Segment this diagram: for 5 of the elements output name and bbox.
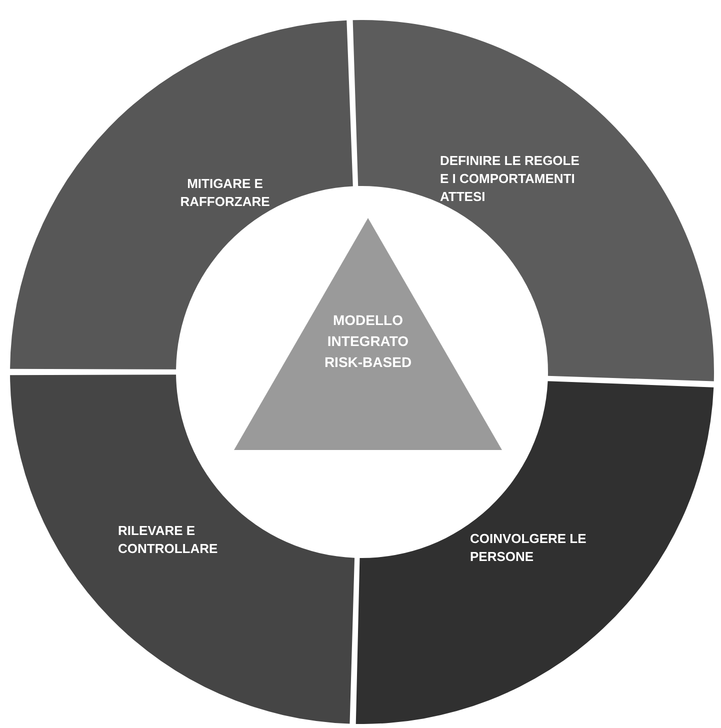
segment-label: RILEVARE E CONTROLLARE — [118, 522, 219, 558]
center-label: MODELLO INTEGRATO RISK-BASED — [323, 311, 413, 372]
segment-label: DEFINIRE LE REGOLE E I COMPORTAMENTI ATTESI — [440, 152, 580, 206]
segment-label: COINVOLGERE LE PERSONE — [470, 530, 588, 566]
segment-label: MITIGARE E RAFFORZARE — [179, 175, 271, 212]
